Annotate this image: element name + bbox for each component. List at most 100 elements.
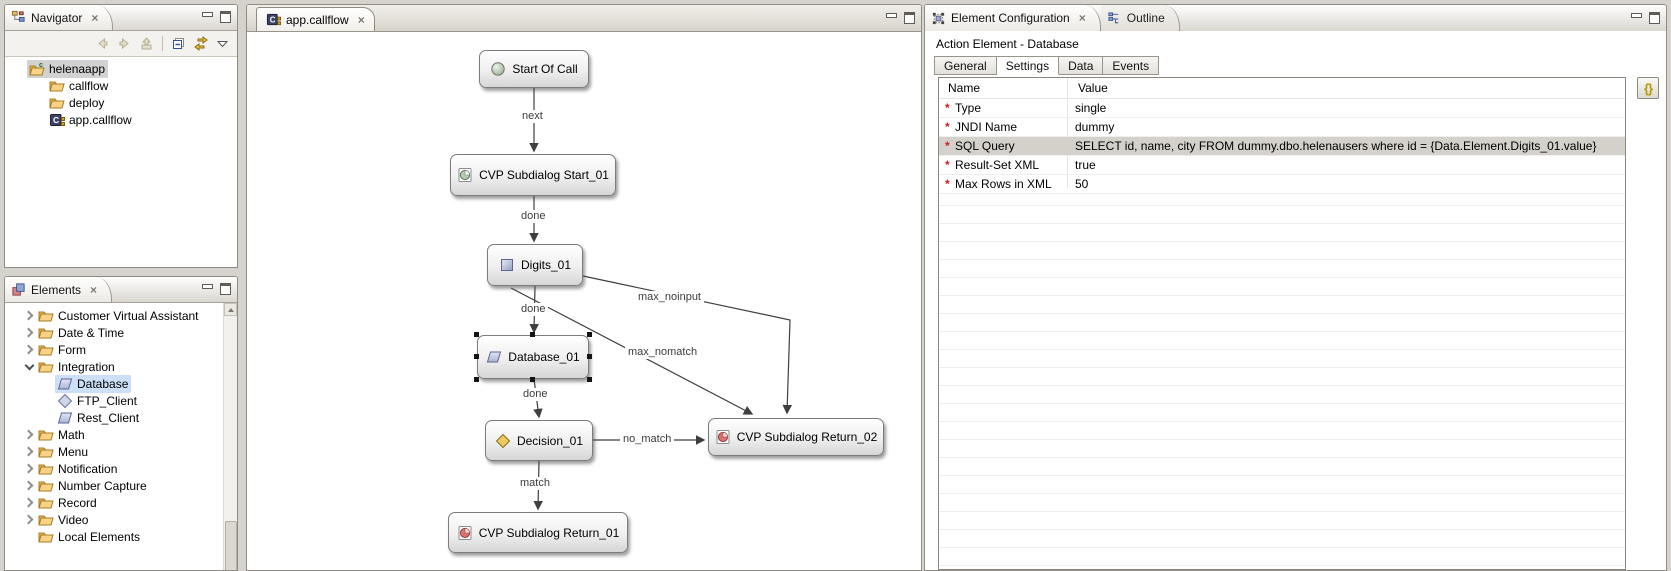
back-icon[interactable] bbox=[94, 35, 111, 52]
tree-item-date-time[interactable]: Date & Time bbox=[5, 324, 237, 341]
chevron-right-icon[interactable] bbox=[23, 479, 36, 492]
tab-elements[interactable]: Elements × bbox=[5, 277, 113, 302]
edge-label-next[interactable]: next bbox=[519, 110, 546, 123]
elements-tree: Customer Virtual Assistant Date & Time F… bbox=[5, 303, 237, 570]
edge-label-match[interactable]: match bbox=[517, 477, 553, 490]
chevron-right-icon[interactable] bbox=[23, 513, 36, 526]
tab-outline[interactable]: Outline bbox=[1100, 5, 1180, 31]
tree-item-helenaapp[interactable]: helenaapp bbox=[5, 59, 237, 78]
tree-item-app-callflow[interactable]: app.callflow bbox=[5, 111, 237, 128]
tab-data[interactable]: Data bbox=[1059, 56, 1104, 75]
chevron-right-icon[interactable] bbox=[23, 428, 36, 441]
close-icon[interactable]: × bbox=[91, 10, 99, 25]
maximize-icon[interactable] bbox=[1649, 12, 1660, 24]
table-row-type[interactable]: *Type single bbox=[939, 99, 1625, 118]
tree-item-label: Video bbox=[58, 512, 89, 527]
collapse-all-icon[interactable] bbox=[170, 35, 187, 52]
edge-label-max-noinput[interactable]: max_noinput bbox=[635, 291, 704, 304]
tree-item-math[interactable]: Math bbox=[5, 426, 237, 443]
minimize-icon[interactable] bbox=[202, 283, 213, 293]
node-database-01[interactable]: Database_01 bbox=[474, 332, 592, 382]
config-body: Action Element - Database General Settin… bbox=[925, 31, 1666, 570]
tree-item-deploy[interactable]: deploy bbox=[5, 94, 237, 111]
tree-item-number-capture[interactable]: Number Capture bbox=[5, 477, 237, 494]
scrollbar[interactable] bbox=[223, 303, 237, 570]
tree-item-customer-virtual-assistant[interactable]: Customer Virtual Assistant bbox=[5, 307, 237, 324]
minimize-icon[interactable] bbox=[1631, 12, 1642, 22]
tree-item-record[interactable]: Record bbox=[5, 494, 237, 511]
folder-icon bbox=[38, 495, 54, 511]
tree-item-database[interactable]: Database bbox=[5, 374, 237, 393]
table-row-sql-query[interactable]: *SQL Query SELECT id, name, city FROM du… bbox=[939, 137, 1625, 156]
selection-handle[interactable] bbox=[474, 354, 479, 359]
maximize-icon[interactable] bbox=[904, 12, 915, 24]
selection-handle[interactable] bbox=[587, 377, 592, 382]
tab-app-callflow[interactable]: app.callflow × bbox=[256, 7, 375, 31]
node-cvp-subdialog-return-01[interactable]: CVP Subdialog Return_01 bbox=[448, 512, 628, 553]
chevron-right-icon[interactable] bbox=[23, 462, 36, 475]
edge-label-done-2[interactable]: done bbox=[518, 303, 549, 316]
selection-handle[interactable] bbox=[587, 354, 592, 359]
edge-label-max-nomatch[interactable]: max_nomatch bbox=[625, 346, 701, 359]
close-icon[interactable]: × bbox=[1078, 11, 1086, 25]
selection-handle[interactable] bbox=[530, 332, 535, 337]
maximize-icon[interactable] bbox=[220, 283, 231, 295]
tree-item-rest-client[interactable]: Rest_Client bbox=[5, 409, 237, 426]
forward-icon[interactable] bbox=[116, 35, 133, 52]
edge-label-done-3[interactable]: done bbox=[520, 388, 551, 401]
view-menu-icon[interactable] bbox=[214, 35, 231, 52]
link-with-editor-icon[interactable] bbox=[192, 35, 209, 52]
maximize-icon[interactable] bbox=[220, 11, 231, 23]
up-icon[interactable] bbox=[138, 35, 155, 52]
element-configuration-title: Element Configuration bbox=[951, 11, 1070, 25]
node-start-of-call[interactable]: Start Of Call bbox=[479, 50, 589, 88]
tab-settings[interactable]: Settings bbox=[996, 56, 1060, 75]
tab-events[interactable]: Events bbox=[1103, 56, 1160, 75]
tree-item-local-elements[interactable]: Local Elements bbox=[5, 528, 237, 545]
elements-titlebar: Elements × bbox=[5, 277, 237, 303]
minimize-icon[interactable] bbox=[886, 12, 897, 22]
substitution-button[interactable]: {} bbox=[1637, 77, 1659, 99]
table-row-jndi-name[interactable]: *JNDI Name dummy bbox=[939, 118, 1625, 137]
edge-label-no-match[interactable]: no_match bbox=[620, 433, 675, 446]
selection-handle[interactable] bbox=[474, 332, 479, 337]
tree-item-label: helenaapp bbox=[49, 61, 106, 76]
page-red-icon bbox=[715, 429, 731, 445]
chevron-down-icon[interactable] bbox=[23, 360, 36, 373]
property-value: true bbox=[1075, 158, 1096, 172]
chevron-right-icon[interactable] bbox=[23, 496, 36, 509]
tree-item-ftp-client[interactable]: FTP_Client bbox=[5, 392, 237, 409]
node-digits-01[interactable]: Digits_01 bbox=[487, 244, 583, 286]
selection-handle[interactable] bbox=[587, 332, 592, 337]
tab-element-configuration[interactable]: Element Configuration × bbox=[925, 5, 1101, 31]
table-row-result-set-xml[interactable]: *Result-Set XML true bbox=[939, 156, 1625, 175]
tab-navigator[interactable]: Navigator × bbox=[5, 5, 114, 30]
node-cvp-subdialog-start-01[interactable]: CVP Subdialog Start_01 bbox=[450, 154, 616, 196]
tree-item-integration[interactable]: Integration bbox=[5, 358, 237, 375]
node-cvp-subdialog-return-02[interactable]: CVP Subdialog Return_02 bbox=[708, 418, 884, 456]
tree-item-form[interactable]: Form bbox=[5, 341, 237, 358]
folder-icon bbox=[38, 512, 54, 528]
element-configuration-view-icon bbox=[931, 11, 946, 26]
tree-item-menu[interactable]: Menu bbox=[5, 443, 237, 460]
edge-max-noinput[interactable] bbox=[582, 275, 793, 415]
scroll-up-icon[interactable] bbox=[224, 303, 237, 316]
edge-label-done-1[interactable]: done bbox=[518, 210, 549, 223]
tab-general[interactable]: General bbox=[934, 56, 997, 75]
settings-table: Name Value *Type single *JNDI Name dummy… bbox=[938, 77, 1626, 570]
chevron-right-icon[interactable] bbox=[23, 309, 36, 322]
chevron-right-icon[interactable] bbox=[23, 326, 36, 339]
tree-item-callflow[interactable]: callflow bbox=[5, 77, 237, 94]
close-icon[interactable]: × bbox=[90, 282, 98, 297]
tree-item-video[interactable]: Video bbox=[5, 511, 237, 528]
close-icon[interactable]: × bbox=[357, 12, 365, 27]
tree-item-notification[interactable]: Notification bbox=[5, 460, 237, 477]
node-decision-01[interactable]: Decision_01 bbox=[485, 420, 593, 461]
scrollbar-thumb[interactable] bbox=[225, 521, 237, 570]
selection-handle[interactable] bbox=[530, 377, 535, 382]
chevron-right-icon[interactable] bbox=[23, 343, 36, 356]
chevron-right-icon[interactable] bbox=[23, 445, 36, 458]
table-row-max-rows-in-xml[interactable]: *Max Rows in XML 50 bbox=[939, 175, 1625, 194]
minimize-icon[interactable] bbox=[202, 11, 213, 21]
selection-handle[interactable] bbox=[474, 377, 479, 382]
